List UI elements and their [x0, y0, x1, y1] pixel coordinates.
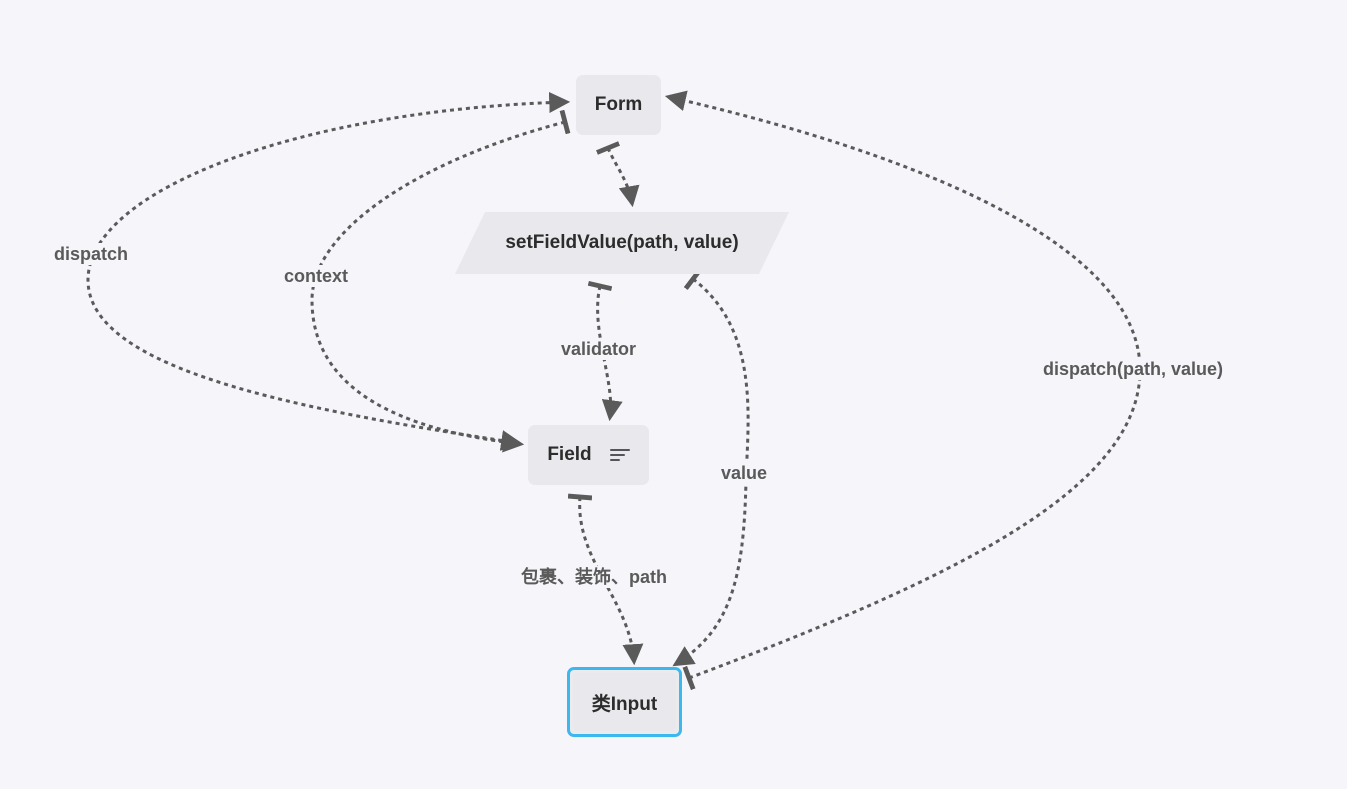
- edge-label-validator: validator: [559, 338, 639, 360]
- node-set-field-value[interactable]: setFieldValue(path, value): [455, 212, 789, 274]
- node-form[interactable]: Form: [576, 75, 661, 135]
- edge-label-wrap: 包裹、装饰、path: [519, 566, 669, 588]
- node-setvalue-shape: [455, 212, 789, 274]
- edge-label-context: context: [282, 265, 351, 287]
- edge-label-dispatch: dispatch: [52, 243, 131, 265]
- edge-dispatch: [86, 92, 571, 451]
- node-input[interactable]: 类Input: [567, 667, 682, 737]
- note-lines-icon[interactable]: [609, 447, 630, 463]
- edge-context: [310, 109, 571, 453]
- node-set-field-value-label: setFieldValue(path, value): [505, 232, 739, 253]
- edge-wrap: [567, 493, 644, 666]
- edge-form-setvalue: [595, 141, 640, 208]
- node-field[interactable]: Field: [528, 425, 649, 485]
- edge-label-value: value: [719, 462, 770, 484]
- node-input-label: 类Input: [591, 693, 658, 715]
- edge-dispatch-path-value: [664, 90, 1142, 691]
- node-field-label: Field: [547, 444, 592, 465]
- edge-label-dispatch-path-value: dispatch(path, value): [1041, 358, 1226, 380]
- node-form-label: Form: [594, 94, 643, 115]
